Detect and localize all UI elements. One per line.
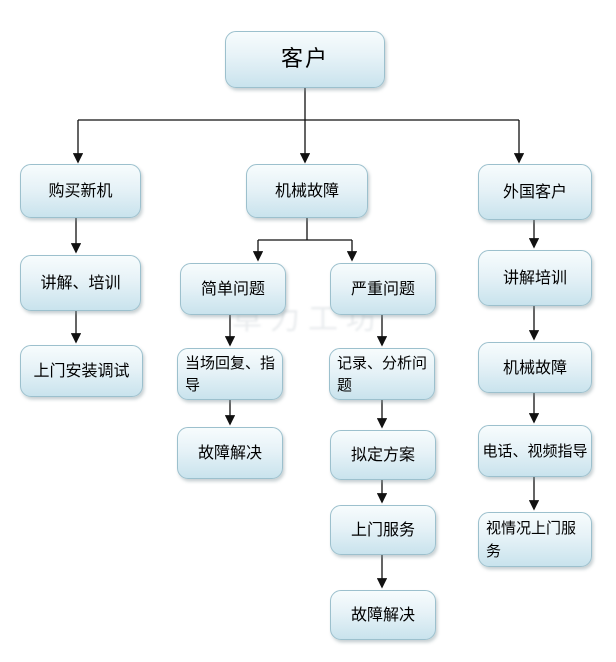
node-mech-fault: 机械故障 xyxy=(246,164,368,218)
node-onsite-depends: 视情况上门服务 xyxy=(478,512,592,567)
node-customer: 客户 xyxy=(225,31,385,88)
node-explain-train-2: 讲解培训 xyxy=(478,250,592,306)
node-make-plan: 拟定方案 xyxy=(330,430,436,480)
node-explain-train: 讲解、培训 xyxy=(20,255,141,311)
node-record-analyze: 记录、分析问题 xyxy=(329,348,435,400)
node-phone-video: 电话、视频指导 xyxy=(478,425,592,477)
node-onsite-reply: 当场回复、指导 xyxy=(177,348,283,400)
edges xyxy=(70,88,540,589)
node-onsite-install: 上门安装调试 xyxy=(20,345,143,397)
node-onsite-service: 上门服务 xyxy=(330,505,436,555)
node-mech-fault-2: 机械故障 xyxy=(478,342,592,393)
node-buy-new: 购买新机 xyxy=(20,164,141,218)
node-fault-solved-mid: 故障解决 xyxy=(330,590,436,640)
node-serious-problem: 严重问题 xyxy=(330,263,436,315)
node-simple-problem: 简单问题 xyxy=(180,263,286,315)
node-foreign-customer: 外国客户 xyxy=(478,164,592,220)
node-fault-solved-left: 故障解决 xyxy=(177,427,283,479)
